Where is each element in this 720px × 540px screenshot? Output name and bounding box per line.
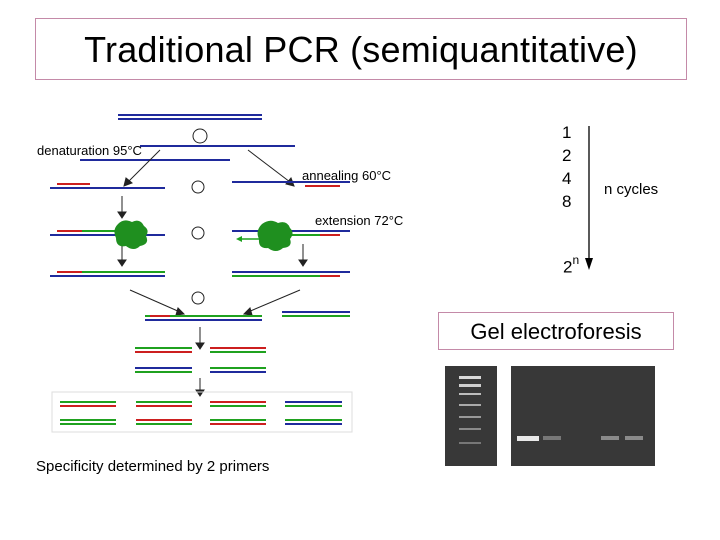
slide-title: Traditional PCR (semiquantitative) — [84, 29, 638, 70]
cycle-count-8: 8 — [562, 192, 572, 211]
two-power-exp: n — [572, 253, 580, 267]
cycle-2-products — [145, 311, 350, 321]
extension-label: extension 72°C — [315, 213, 404, 228]
cycle-count-4: 4 — [562, 169, 572, 188]
title-box: Traditional PCR (semiquantitative) — [35, 18, 687, 80]
n-cycles-label: n cycles — [604, 181, 659, 198]
gel-title: Gel electroforesis — [470, 319, 642, 344]
polymerase-left — [114, 220, 148, 249]
two-power-n-label: 2n — [563, 253, 580, 278]
gel-ladder-image — [445, 366, 497, 466]
denaturation-label: denaturation 95°C — [37, 143, 142, 158]
polymerase-right — [257, 220, 293, 251]
gel-title-box: Gel electroforesis — [438, 312, 674, 350]
extension-strands — [50, 230, 350, 242]
final-row-frame — [51, 391, 353, 433]
flow-arrows — [117, 149, 308, 397]
step-1-circle — [192, 128, 208, 144]
cycle-axis-arrow — [585, 258, 593, 270]
cycle-count-2: 2 — [562, 146, 572, 165]
step-4-circle — [191, 291, 205, 305]
denatured-strands — [80, 145, 295, 161]
cycle-3-products — [135, 347, 266, 373]
two-power-base: 2 — [563, 257, 573, 277]
cycle-4-products — [60, 401, 342, 425]
specificity-caption: Specificity determined by 2 primers — [36, 458, 270, 475]
cycle-count-1: 1 — [562, 123, 572, 142]
template-dna — [118, 114, 262, 120]
annealing-label: annealing 60°C — [302, 168, 392, 183]
step-2-circle — [191, 180, 205, 194]
extended-products — [50, 271, 350, 277]
gel-samples-image — [511, 366, 655, 466]
step-3-circle — [191, 226, 205, 240]
annealed-strands — [50, 181, 350, 189]
